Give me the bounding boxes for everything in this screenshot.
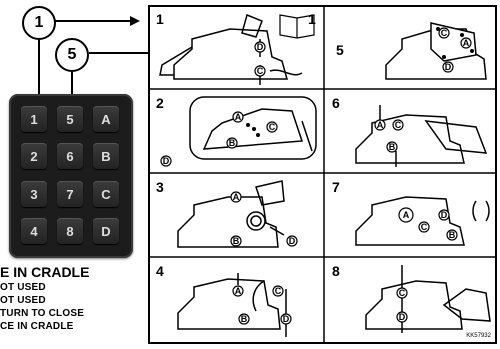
keypad: 1 5 A 2 6 B 3 7 C 4 8 D [9,94,133,258]
document-id: KK57932 [466,333,491,339]
label-b: B [229,138,236,148]
label-c: C [395,120,402,130]
cell-4-drawing: A C B D [152,259,322,339]
unloader-outline [426,121,486,153]
key-b[interactable]: B [93,143,119,169]
grain-pile-icon [444,289,490,321]
combine-outline [366,281,462,329]
key-3[interactable]: 3 [21,181,47,207]
label-a: A [235,112,242,122]
label-c: C [441,28,448,38]
label-a: A [377,120,384,130]
cell-3-drawing: A B D [152,175,322,255]
label-d: D [163,156,170,166]
key-8[interactable]: 8 [57,218,83,244]
combine-outline [178,279,280,329]
cell-7-drawing: A C B D [326,175,494,255]
key-2[interactable]: 2 [21,143,47,169]
key-7[interactable]: 7 [57,181,83,207]
key-1[interactable]: 1 [21,106,47,132]
key-a[interactable]: A [93,106,119,132]
label-b: B [233,236,240,246]
label-a: A [235,286,242,296]
key-c[interactable]: C [93,181,119,207]
label-a: A [403,210,410,220]
cell-1-drawing: D C [152,9,322,87]
label-c: C [275,286,282,296]
label-b: B [241,314,248,324]
legend-line-3: TURN TO CLOSE [0,308,84,319]
legend-title: E IN CRADLE [0,264,89,280]
label-c: C [399,288,406,298]
instruction-panel: 1 D C 1 5 C A D [148,5,497,344]
label-d: D [283,314,290,324]
label-a: A [463,38,470,48]
label-c: C [257,66,264,76]
label-a: A [233,192,240,202]
label-c: C [421,222,428,232]
label-d: D [399,312,406,322]
label-b: B [389,142,396,152]
label-d: D [445,62,452,72]
legend-line-4: CE IN CRADLE [0,321,74,332]
legend-line-2: OT USED [0,295,46,306]
key-4[interactable]: 4 [21,218,47,244]
label-b: B [449,230,456,240]
key-d[interactable]: D [93,218,119,244]
label-c: C [269,122,276,132]
lever-curve [253,281,264,311]
cell-8-drawing: C D [326,259,494,339]
cab-lever-icon [242,15,262,37]
cell-2-drawing: A C B D [152,91,322,171]
key-6[interactable]: 6 [57,143,83,169]
legend-line-1: OT USED [0,282,46,293]
pointer-label-1: 1 [308,11,316,27]
label-d: D [257,42,264,52]
combine-outline [174,29,287,79]
cab-lever-icon [256,181,284,205]
label-d: D [289,236,296,246]
signal-brackets-icon [473,201,489,221]
cell-5-drawing: C A D [326,9,494,87]
label-d: D [441,210,448,220]
combine-outline [356,115,464,163]
key-5[interactable]: 5 [57,106,83,132]
header-outline [160,47,192,75]
cell-6-drawing: A C B [326,91,494,171]
